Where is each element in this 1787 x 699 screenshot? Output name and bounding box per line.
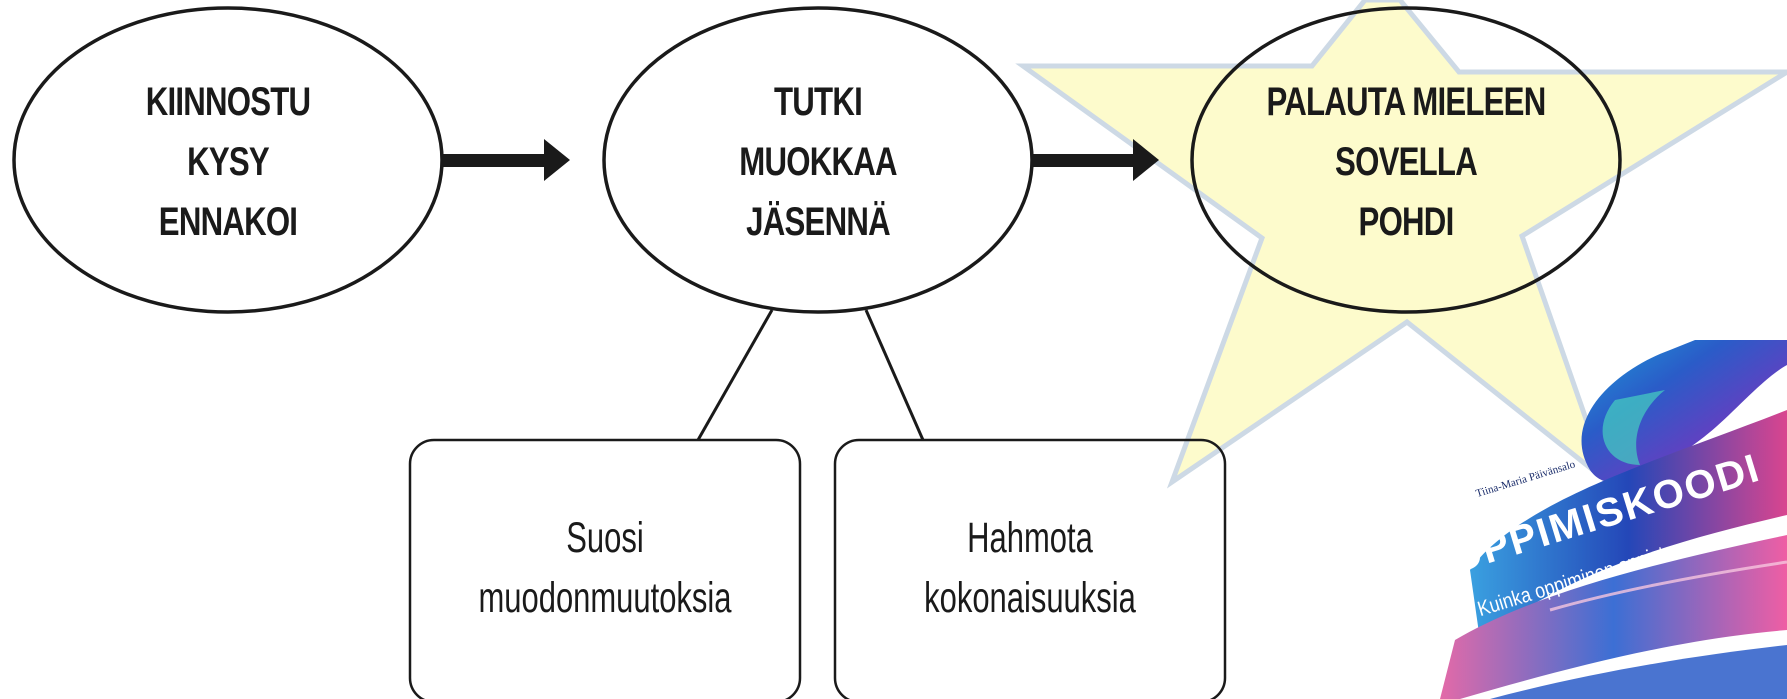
box-1-line-1: Suosi [566,514,644,562]
arrow-1-to-2 [443,139,570,181]
oval-2-line-1: TUTKI [774,80,863,124]
book-cover: Tiina-Maria Päivänsalo OPPIMISKOODI Kuin… [1400,340,1787,699]
connector-left [696,309,774,441]
oval-1-line-1: KIINNOSTU [145,80,311,124]
box-2-line-2: kokonaisuuksia [924,574,1136,622]
box-1 [408,438,802,699]
box-2 [833,438,1227,699]
oval-2-text: TUTKI MUOKKAA JÄSENNÄ [701,72,935,252]
oval-1-line-2: KYSY [187,140,270,184]
box-2-text: Hahmota kokonaisuuksia [886,508,1174,628]
oval-2-line-3: JÄSENNÄ [746,200,890,244]
oval-step-3 [1190,6,1622,314]
oval-1-line-3: ENNAKOI [158,200,298,244]
oval-3-line-1: PALAUTA MIELEEN [1266,80,1547,124]
oval-step-1 [12,6,444,314]
box-1-line-2: muodonmuutoksia [478,574,732,622]
box-1-text: Suosi muodonmuutoksia [461,508,749,628]
connector-right [864,309,925,441]
oval-3-line-3: POHDI [1358,200,1455,244]
arrow-2-to-3 [1032,139,1159,181]
highlight-star [1015,0,1787,490]
oval-3-line-2: SOVELLA [1335,140,1478,184]
oval-2-line-2: MUOKKAA [739,140,897,184]
book-ribbon-art [1440,340,1787,699]
oval-1-text: KIINNOSTU KYSY ENNAKOI [111,72,345,252]
oval-3-text: PALAUTA MIELEEN SOVELLA POHDI [1250,72,1562,252]
box-2-line-1: Hahmota [967,514,1093,562]
